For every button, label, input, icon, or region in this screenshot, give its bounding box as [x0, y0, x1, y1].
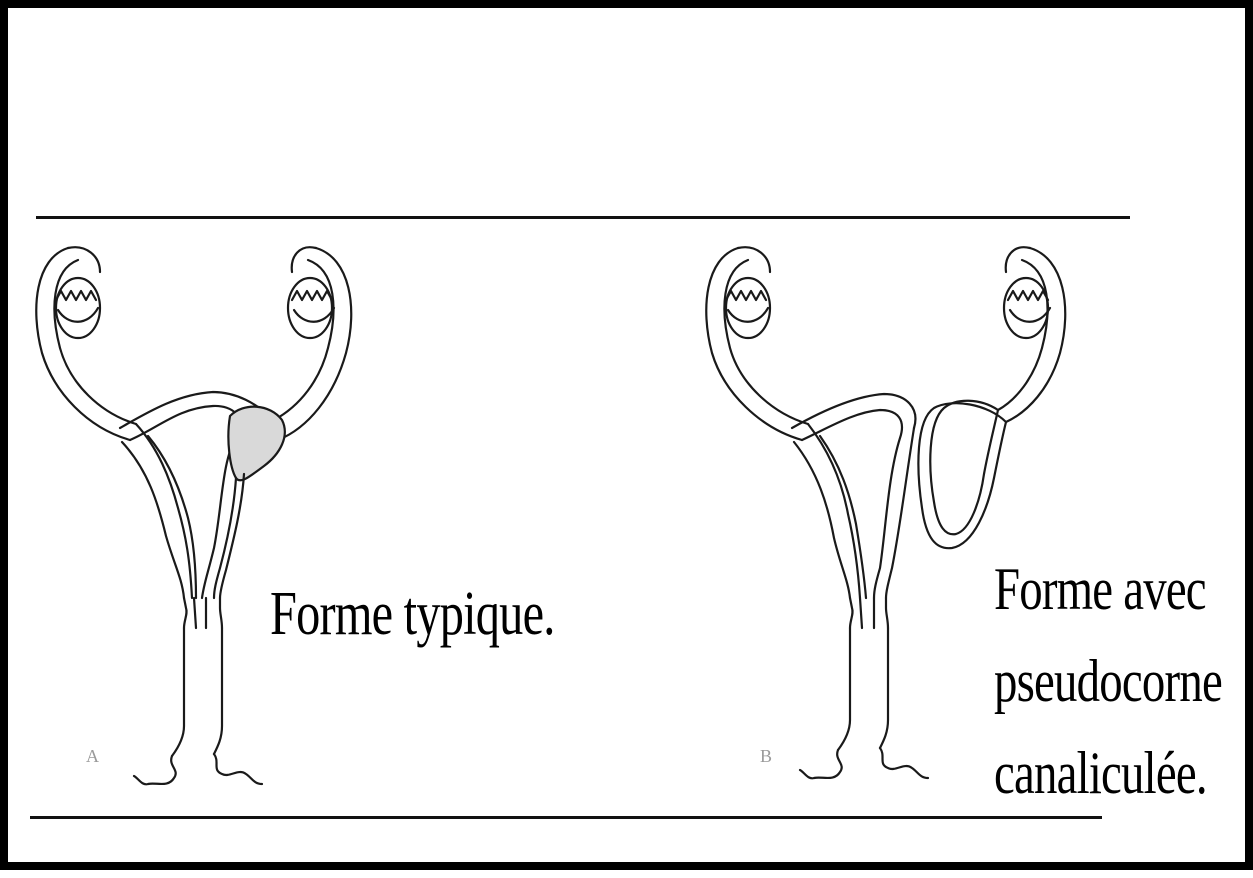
- b-cervix-right: [886, 598, 888, 628]
- b-main-horn-outer-left: [794, 442, 850, 598]
- b-left-tube-outer: [706, 248, 802, 440]
- b-left-tube-top: [738, 247, 770, 272]
- cervix-right: [220, 598, 222, 628]
- rudimentary-horn-typical: [228, 407, 284, 481]
- typical-form-diagram: [36, 247, 351, 784]
- caption-pseudohorn-line-1: Forme avec: [994, 543, 1222, 635]
- main-horn-inner-right: [148, 436, 196, 598]
- b-left-labia: [800, 750, 842, 778]
- b-left-ovary: [726, 278, 770, 338]
- b-right-tube-top: [1006, 247, 1030, 272]
- b-right-fimbriae-arc: [1010, 308, 1050, 322]
- main-horn-outer-left: [122, 442, 184, 598]
- right-fimbriae-arc: [294, 308, 334, 322]
- left-fimbriae: [56, 291, 96, 300]
- panel-letter-a: A: [86, 746, 99, 767]
- caption-pseudohorn-form: Forme avec pseudocorne canaliculée.: [994, 543, 1222, 819]
- right-ovary: [288, 278, 332, 338]
- pseudohorn-inner: [930, 401, 998, 535]
- b-left-tube-inner: [724, 260, 808, 424]
- left-tube-outer: [36, 248, 130, 440]
- b-right-fimbriae: [1008, 291, 1048, 300]
- caption-pseudohorn-line-3: canaliculée.: [994, 727, 1222, 819]
- b-right-tube-inner: [998, 260, 1047, 410]
- b-right-labia: [880, 748, 928, 778]
- main-horn-outer: [130, 406, 240, 598]
- left-fimbriae-arc: [58, 308, 98, 322]
- right-tube-top: [292, 247, 316, 272]
- vagina-right: [214, 628, 222, 754]
- b-cervix-left: [850, 598, 853, 628]
- right-fimbriae: [292, 291, 332, 300]
- caption-typical-form: Forme typique.: [270, 582, 555, 646]
- panel-letter-b: B: [760, 746, 772, 767]
- left-ovary: [56, 278, 100, 338]
- left-labia: [134, 756, 176, 784]
- b-main-horn-upper: [792, 394, 915, 428]
- b-left-fimbriae-arc: [728, 308, 768, 322]
- b-vagina-right: [880, 628, 888, 748]
- vagina-left: [172, 628, 184, 756]
- cervix-left: [184, 598, 187, 628]
- b-right-ovary: [1004, 278, 1048, 338]
- left-tube-top: [68, 247, 100, 272]
- rudimentary-horn-stalk-inner: [220, 474, 244, 598]
- caption-pseudohorn-line-2: pseudocorne: [994, 635, 1222, 727]
- b-cervix-mid-1: [860, 598, 862, 628]
- b-main-horn-inner-right: [820, 436, 866, 598]
- cervix-mid-1: [194, 598, 196, 628]
- b-vagina-left: [838, 628, 850, 750]
- b-left-fimbriae: [726, 291, 766, 300]
- main-horn-inner-left: [136, 424, 192, 598]
- right-labia: [214, 754, 262, 784]
- b-main-horn-right-edge: [886, 428, 914, 598]
